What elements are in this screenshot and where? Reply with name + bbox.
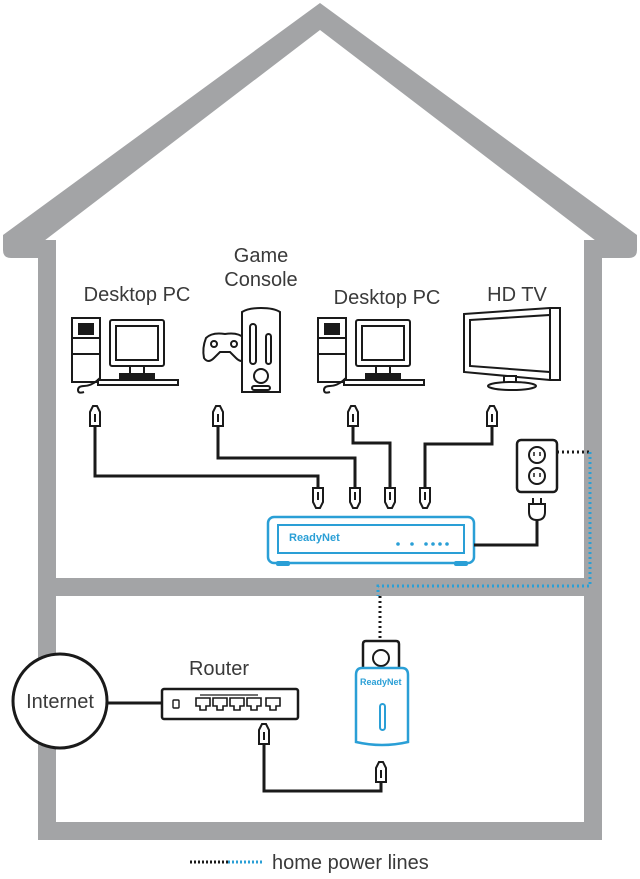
cable-console-to-switch [216,422,357,492]
middle-floor [38,578,602,596]
game-console-icon [202,306,281,393]
roof [3,3,637,258]
label-game-console-line1: Game [234,245,288,267]
ethernet-plug-icon [89,405,101,427]
switch-power-cable [474,520,539,547]
cable-pc2-to-switch [351,422,392,492]
ethernet-plug-icon [384,487,396,509]
controller-icon [202,332,248,362]
powerline-adapter: ReadyNet [354,639,410,747]
switch-status-leds [396,542,449,546]
label-desktop-pc-2: Desktop PC [334,287,441,309]
ethernet-plug-icons-upper [89,405,498,427]
ethernet-cables-upper [93,422,494,492]
bottom-floor [38,822,602,840]
wall-outlet-icon [515,438,559,494]
home-power-lines [376,450,592,644]
router-ports [195,697,281,711]
adapter-status-light [379,703,386,731]
cable-router-to-adapter [262,740,383,793]
hd-tv-icon [463,307,561,391]
ethernet-plug-icon [312,487,324,509]
adapter-brand-logo: ReadyNet [360,677,402,687]
outlet-face-icon [372,649,390,667]
ethernet-plug-icons-switch [312,487,431,509]
ethernet-plug-icon [486,405,498,427]
ethernet-plug-icon [349,487,361,509]
label-hd-tv: HD TV [487,284,547,306]
readynet-switch: ReadyNet [266,515,476,566]
cable-pc1-to-switch [93,422,320,492]
legend: home power lines [190,852,429,874]
ethernet-plug-icon [258,723,270,745]
ethernet-plug-icon [347,405,359,427]
internet-node: Internet [11,652,109,750]
switch-brand-logo: ReadyNet [289,532,340,544]
power-plug-icon [528,498,546,522]
ethernet-plug-icon [212,405,224,427]
label-router: Router [189,658,249,680]
ethernet-plug-icon [419,487,431,509]
ethernet-plug-icons-lower [258,723,387,783]
router-icon [160,687,300,721]
label-internet: Internet [26,691,94,713]
cable-tv-to-switch [423,422,494,492]
desktop-pc-icon [71,317,179,394]
desktop-pc-icon [317,317,425,394]
legend-label: home power lines [272,852,429,874]
ethernet-plug-icon [375,761,387,783]
label-desktop-pc-1: Desktop PC [84,284,191,306]
label-game-console-line2: Console [224,269,297,291]
left-wall [38,240,56,840]
right-wall [584,240,602,840]
